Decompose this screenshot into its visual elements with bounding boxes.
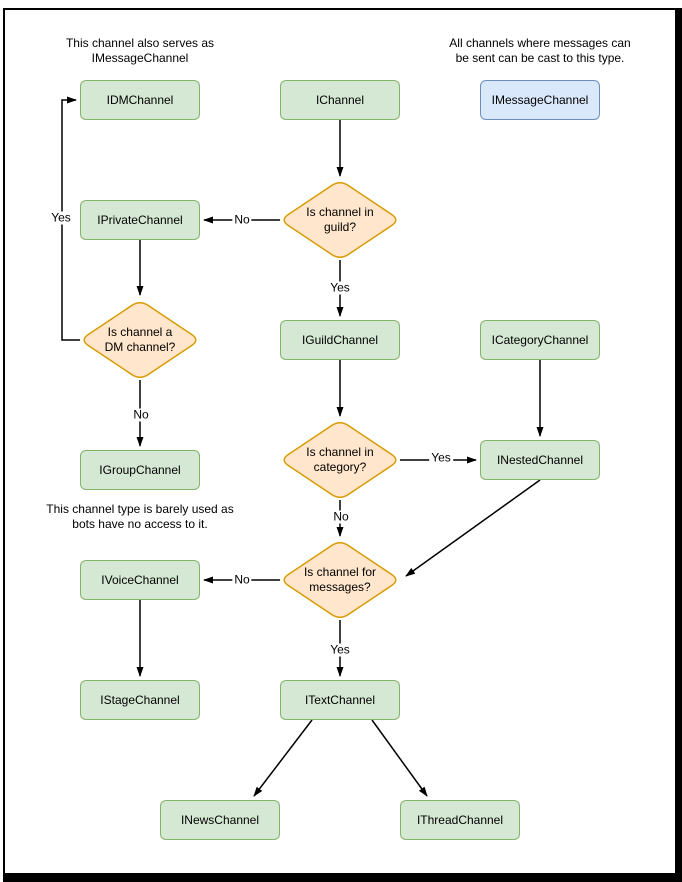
edge-label-messages-no: No: [232, 572, 252, 587]
node-istagechannel: IStageChannel: [80, 680, 200, 720]
node-ithreadchannel: IThreadChannel: [400, 800, 520, 840]
node-idmchannel: IDMChannel: [80, 80, 200, 120]
decision-category-shape: [283, 422, 397, 498]
node-ichannel: IChannel: [280, 80, 400, 120]
decision-dm-label: Is channel a DM channel?: [104, 325, 176, 354]
note-groupchannel: This channel type is barely used as bots…: [46, 502, 234, 531]
node-icategorychannel: ICategoryChannel: [480, 320, 600, 360]
node-inewschannel: INewsChannel: [160, 800, 280, 840]
node-iprivatechannel: IPrivateChannel: [80, 200, 200, 240]
note-messagechannel: All channels where messages can be sent …: [449, 36, 631, 65]
edge-inestedchannel-to-messages: [405, 479, 541, 577]
edge-itextchannel-to-inewschannel: [253, 719, 313, 797]
decision-category-label: Is channel in category?: [306, 445, 374, 474]
node-inestedchannel: INestedChannel: [480, 440, 600, 480]
edge-itextchannel-to-ithreadchannel: [371, 719, 428, 797]
decision-dm-shape: [83, 302, 197, 378]
node-imessagechannel: IMessageChannel: [480, 80, 600, 120]
node-igroupchannel: IGroupChannel: [80, 450, 200, 490]
decision-guild-label: Is channel in guild?: [306, 205, 374, 234]
edge-label-guild-no: No: [232, 212, 252, 227]
note-dmchannel: This channel also serves as IMessageChan…: [65, 36, 215, 65]
edge-label-dm-no: No: [131, 407, 151, 422]
node-itextchannel: ITextChannel: [280, 680, 400, 720]
node-iguildchannel: IGuildChannel: [280, 320, 400, 360]
edge-label-dm-yes: Yes: [49, 210, 73, 225]
decision-messages-shape: [283, 542, 397, 618]
node-ivoicechannel: IVoiceChannel: [80, 560, 200, 600]
edge-label-guild-yes: Yes: [328, 280, 352, 295]
decision-guild-shape: [283, 182, 397, 258]
edge-label-category-yes: Yes: [429, 450, 453, 465]
edge-label-category-no: No: [331, 509, 351, 524]
edge-label-messages-yes: Yes: [328, 642, 352, 657]
decision-messages-label: Is channel for messages?: [303, 565, 377, 594]
